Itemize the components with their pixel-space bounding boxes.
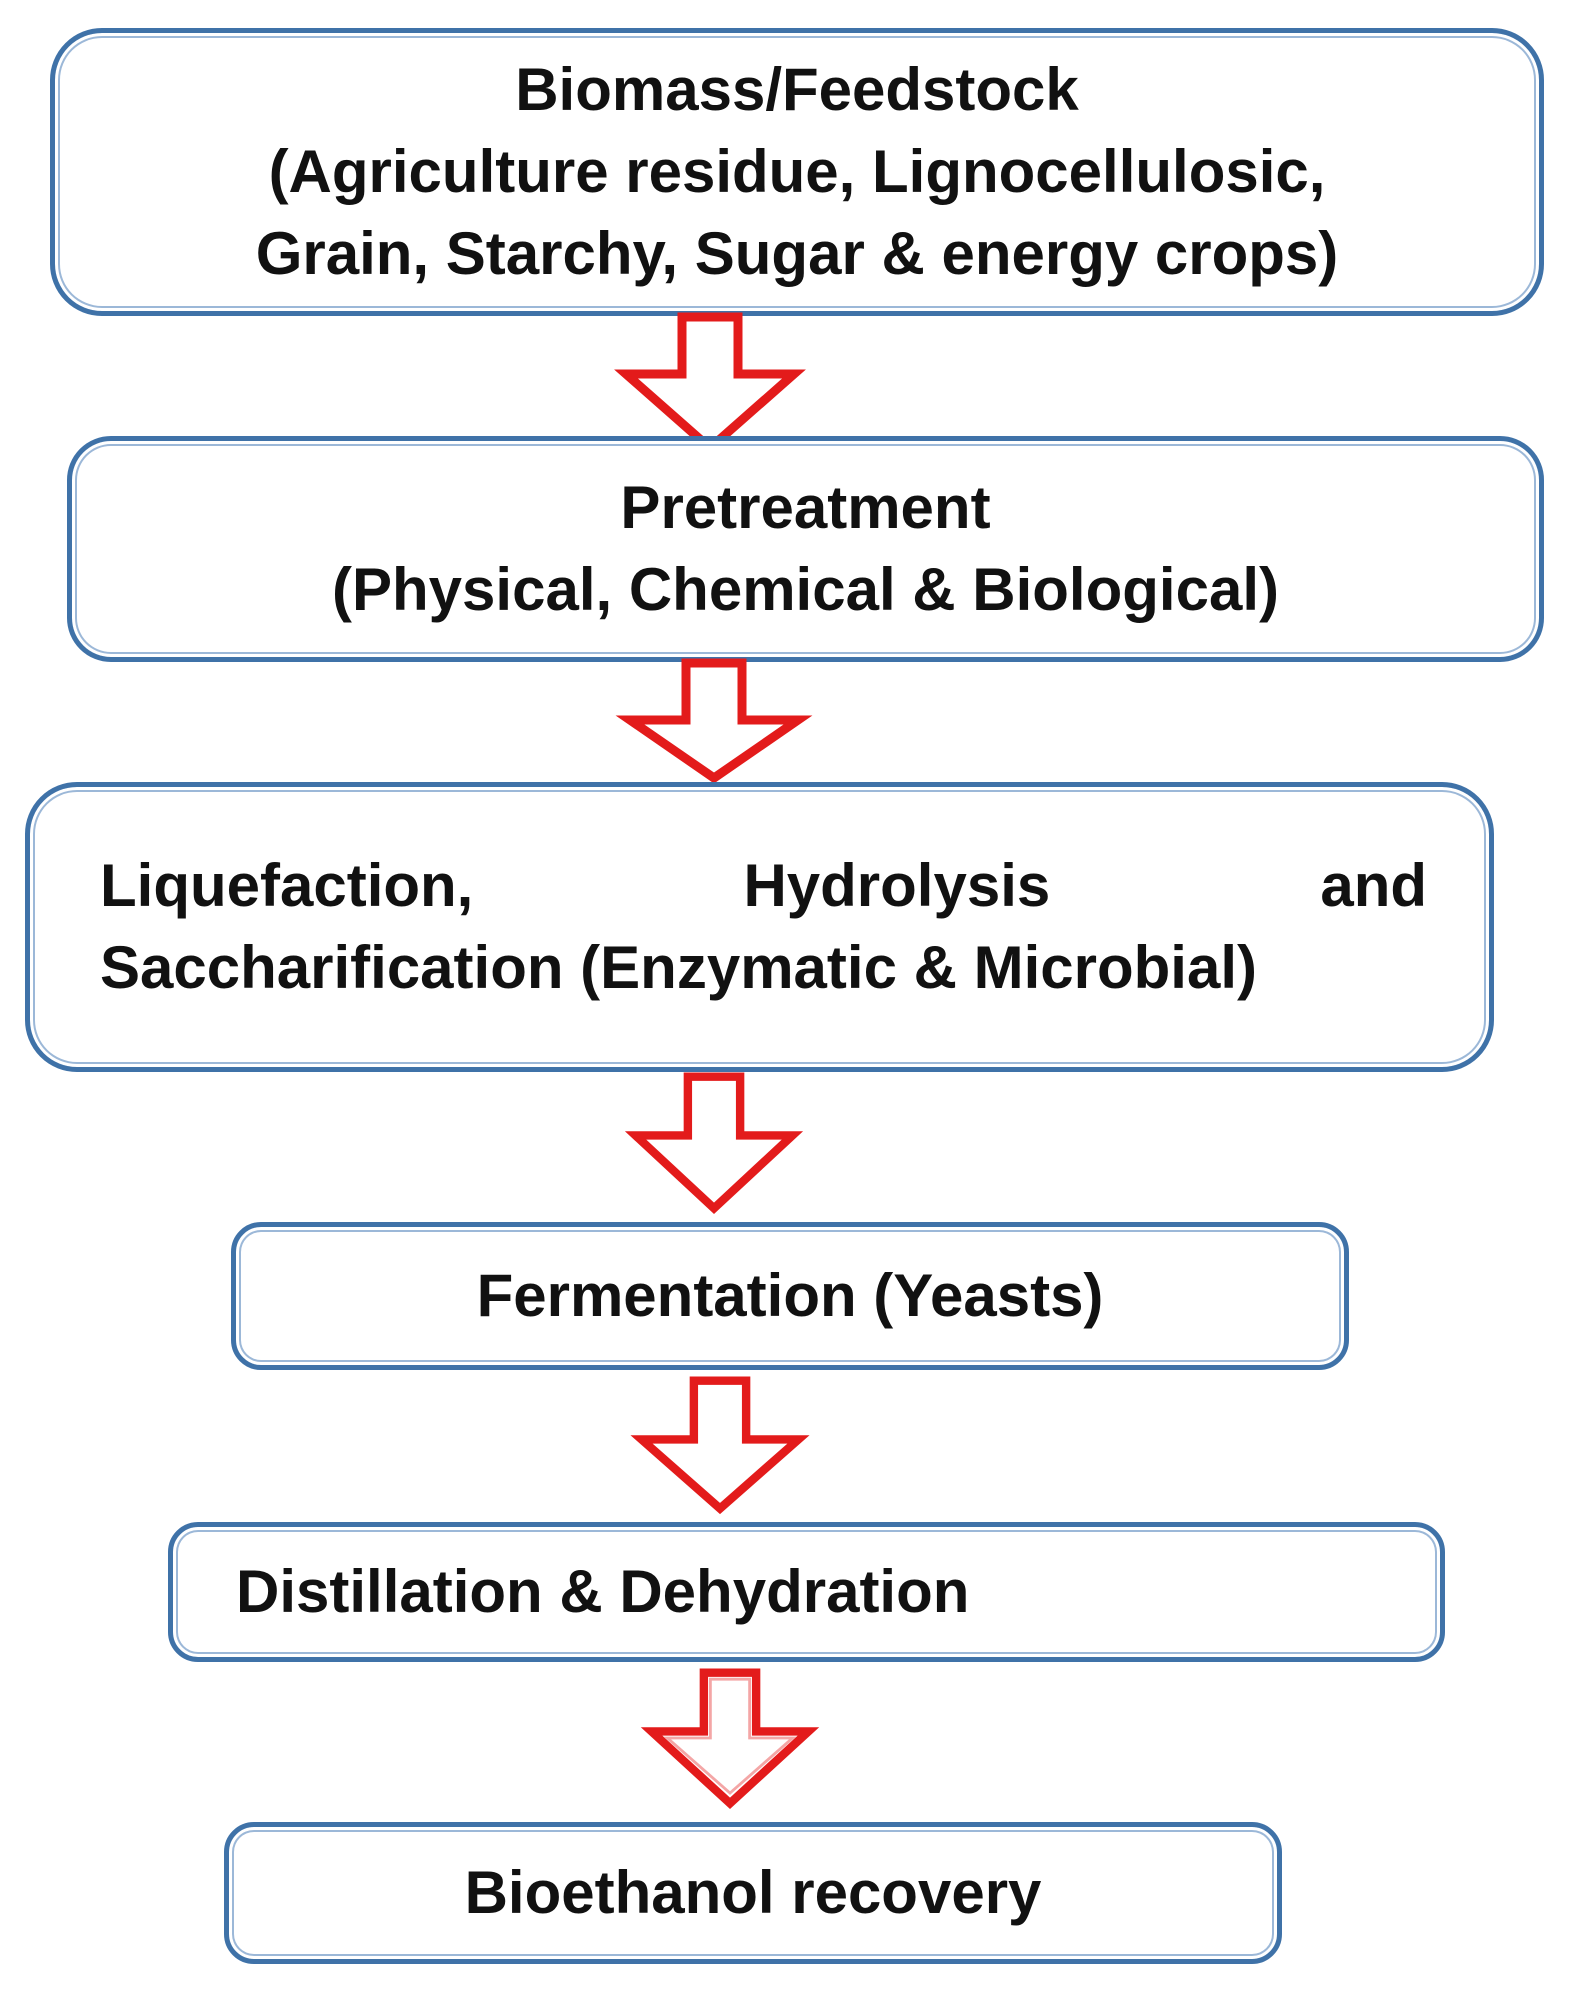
- step-title: Bioethanol recovery: [464, 1859, 1042, 1926]
- down-arrow-icon: [614, 312, 806, 454]
- step-detail-line: (Physical, Chemical & Biological): [332, 556, 1279, 623]
- step-title: Fermentation (Yeasts): [476, 1262, 1104, 1329]
- step-detail-line: Saccharification (Enzymatic & Microbial): [100, 934, 1257, 1001]
- step-title: Biomass/Feedstock: [515, 56, 1079, 123]
- step-liquefaction-hydrolysis-saccharification: Liquefaction, Hydrolysis and Saccharific…: [25, 782, 1494, 1072]
- step-bioethanol-recovery: Bioethanol recovery: [224, 1822, 1282, 1964]
- step-fermentation: Fermentation (Yeasts): [231, 1222, 1349, 1370]
- step-title: Pretreatment: [620, 474, 991, 541]
- step-pretreatment: Pretreatment (Physical, Chemical & Biolo…: [67, 436, 1544, 662]
- down-arrow-icon: [615, 658, 813, 784]
- down-arrow-icon: [640, 1668, 820, 1810]
- step-biomass-feedstock: Biomass/Feedstock (Agriculture residue, …: [50, 28, 1544, 316]
- step-word: Liquefaction,: [100, 852, 474, 919]
- step-detail-line: Grain, Starchy, Sugar & energy crops): [255, 220, 1339, 287]
- step-distillation-dehydration: Distillation & Dehydration: [168, 1522, 1445, 1662]
- step-detail-line: (Agriculture residue, Lignocellulosic,: [268, 138, 1326, 205]
- step-word: Hydrolysis: [743, 852, 1051, 919]
- step-title-line: Liquefaction, Hydrolysis and: [30, 845, 1489, 927]
- down-arrow-icon: [630, 1376, 810, 1515]
- step-word: and: [1320, 852, 1427, 919]
- down-arrow-icon: [624, 1072, 804, 1214]
- step-title: Distillation & Dehydration: [236, 1558, 970, 1625]
